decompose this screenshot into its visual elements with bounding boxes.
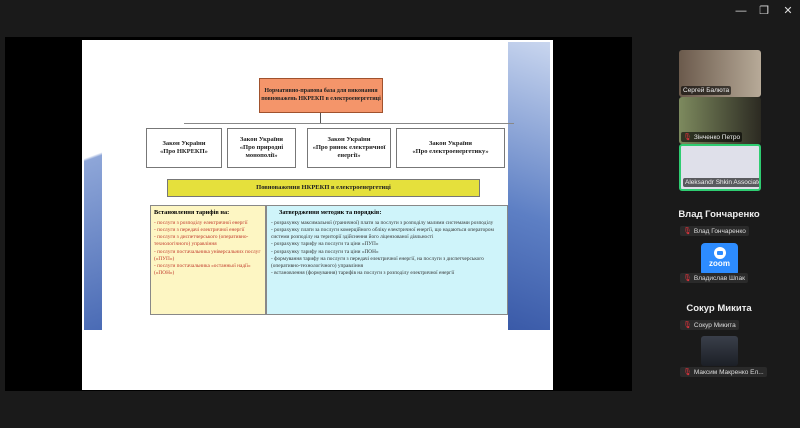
law-electricity-market: Закон України«Про ринок електричної енер… xyxy=(307,128,391,168)
powers-text: Повноваження НКРЕКП в електроенергетиці xyxy=(256,183,391,191)
minimize-button[interactable]: — xyxy=(735,5,747,17)
law-label: Закон України xyxy=(239,135,284,143)
presentation-slide: Нормативно-правова база для виконання по… xyxy=(82,40,553,390)
restore-button[interactable]: ❐ xyxy=(759,5,769,17)
participant-name: Aleksandr Shkin Associates xyxy=(683,178,759,187)
methods-box: Затвердження методик та порядків: - розр… xyxy=(266,205,508,315)
top-box-text: Нормативно-правова база для виконання по… xyxy=(261,88,381,102)
law-monopolies: Закон України«Про природні монополії» xyxy=(227,128,296,168)
law-label: Закон України xyxy=(162,139,206,147)
muted-mic-icon: 🎙 xyxy=(683,228,692,235)
law-title: «Про ринок електричної енергії» xyxy=(312,143,386,160)
slide-decoration-left xyxy=(84,40,102,330)
participant-heading: Влад Гончаренко xyxy=(678,209,760,220)
video-tile[interactable]: Сергей Балюта xyxy=(679,50,761,97)
participant-name: Владислав Шпак xyxy=(693,275,745,282)
law-label: Закон України xyxy=(428,139,473,147)
tariffs-title: Встановлення тарифів на: xyxy=(154,209,230,216)
participant-name: Зінченко Петро xyxy=(693,134,741,141)
law-nkrekp: Закон України«Про НКРЕКП» xyxy=(146,128,222,168)
video-tile[interactable]: 🎙Зінченко Петро xyxy=(679,97,761,144)
muted-mic-icon: 🎙 xyxy=(683,322,692,329)
law-title: «Про електроенергетику» xyxy=(412,148,489,155)
video-tile-active-speaker[interactable]: Aleksandr Shkin Associates xyxy=(679,144,761,191)
method-item: - розрахунку тарифу на послуги та ціни «… xyxy=(271,248,379,255)
tariff-item: - послуги постачальника «останньої надії… xyxy=(154,262,251,276)
method-item: - формування тарифу на послуги з передач… xyxy=(271,255,484,269)
participant-heading: Сокур Микита xyxy=(686,303,752,314)
tariff-item: - послуги з диспетчерського (оперативно-… xyxy=(154,234,249,248)
participant-name: Сергей Балюта xyxy=(681,86,732,95)
participant-name: Сокур Микита xyxy=(693,322,736,329)
participant-label: 🎙Сокур Микита xyxy=(680,320,739,330)
method-item: - розрахунку максимальної (граничної) пл… xyxy=(271,220,494,226)
top-box: Нормативно-правова база для виконання по… xyxy=(259,78,383,113)
participant-label: 🎙Максим Макренко Ел... xyxy=(680,367,767,377)
muted-mic-icon: 🎙 xyxy=(683,134,692,141)
tariff-item: - послуги з розподілу електричної енергі… xyxy=(154,220,248,226)
tariffs-box: Встановлення тарифів на: - послуги з роз… xyxy=(150,205,266,315)
law-electric-power: Закон України«Про електроенергетику» xyxy=(396,128,505,168)
slide-decoration-right xyxy=(508,42,550,330)
participant-video-thumbnail[interactable] xyxy=(701,336,738,366)
zoom-camera-icon xyxy=(713,247,726,259)
tariff-item: - послуги постачальника універсальних по… xyxy=(154,248,261,262)
zoom-logo: zoom xyxy=(709,259,730,268)
participant-name: Влад Гончаренко xyxy=(693,228,746,235)
zoom-avatar[interactable]: zoom xyxy=(701,243,738,276)
participant-label: 🎙Влад Гончаренко xyxy=(680,226,749,236)
tariff-item: - послуги з передачі електричної енергії xyxy=(154,227,245,234)
law-title: «Про НКРЕКП» xyxy=(160,148,208,155)
method-item: - встановлення (формування) тарифів на п… xyxy=(271,269,455,276)
powers-bar: Повноваження НКРЕКП в електроенергетиці xyxy=(167,179,480,197)
method-item: - розрахунку тарифу на послуги та ціни «… xyxy=(271,241,379,248)
close-button[interactable]: ✕ xyxy=(783,5,793,17)
participant-name: Максим Макренко Ел... xyxy=(693,369,764,376)
muted-mic-icon: 🎙 xyxy=(683,369,692,376)
law-title: «Про природні монополії» xyxy=(239,143,284,160)
methods-title: Затвердження методик та порядків: xyxy=(279,209,382,216)
participant-label: 🎙Владислав Шпак xyxy=(680,273,748,283)
muted-mic-icon: 🎙 xyxy=(683,275,692,282)
law-label: Закон України xyxy=(327,135,371,143)
method-item: - розрахунку плати за послуги комерційно… xyxy=(271,227,494,241)
